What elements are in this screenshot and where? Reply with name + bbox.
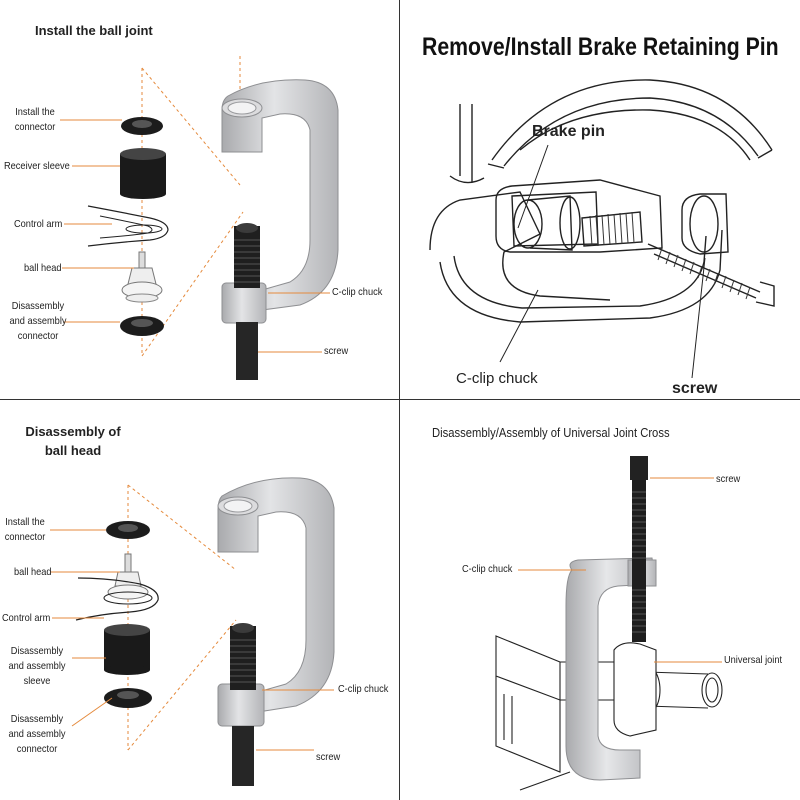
dashed-guide-line	[141, 211, 244, 357]
control-arm-part	[75, 577, 159, 621]
vertical-divider	[399, 0, 400, 800]
screw-part	[230, 623, 256, 786]
dashed-guide-line	[141, 67, 241, 186]
workpiece-line-art	[495, 635, 723, 791]
leader-lines	[50, 529, 334, 751]
panel-disassembly-ball-head: Disassembly of ball head Install the con…	[0, 400, 400, 800]
panel-brake-pin: Remove/Install Brake Retaining Pin Brake…	[400, 0, 800, 400]
label-c-clip-chuck: C-clip chuck	[462, 563, 513, 575]
disassembly-connector-part	[104, 688, 152, 708]
receiver-sleeve-part	[120, 148, 166, 199]
label-disassembly-connector: Disassembly and assembly connector	[9, 300, 67, 342]
leader-lines	[499, 144, 706, 379]
label-c-clip-chuck: C-clip chuck	[338, 683, 389, 695]
install-connector-part	[121, 117, 163, 135]
panel-title: Disassembly/Assembly of Universal Joint …	[432, 426, 670, 440]
panel-title: Remove/Install Brake Retaining Pin	[422, 33, 779, 61]
dashed-guide-line	[127, 484, 237, 571]
brake-pin-illustration	[429, 79, 775, 379]
panel-title: Install the ball joint	[35, 23, 153, 38]
leader-lines	[60, 119, 330, 353]
label-control-arm: Control arm	[14, 218, 63, 230]
label-c-clip-chuck: C-clip chuck	[456, 370, 538, 387]
label-ball-head: ball head	[14, 566, 52, 578]
label-universal-joint: Universal joint	[724, 654, 783, 666]
dashed-guide-line	[127, 619, 237, 751]
panel-universal-joint: Disassembly/Assembly of Universal Joint …	[400, 400, 800, 800]
screw-part	[234, 223, 260, 380]
install-ball-joint-illustration	[60, 56, 339, 380]
label-disassembly-sleeve: Disassembly and assembly sleeve	[8, 645, 66, 687]
control-arm-part	[87, 205, 169, 247]
label-disassembly-connector: Disassembly and assembly connector	[8, 713, 66, 755]
ball-head-part	[121, 251, 163, 303]
panel-install-ball-joint: Install the ball joint Install the conne…	[0, 0, 400, 400]
label-screw: screw	[324, 345, 349, 357]
universal-joint-illustration	[495, 456, 723, 791]
leader-lines	[518, 477, 722, 663]
label-c-clip-chuck: C-clip chuck	[332, 286, 383, 298]
disassembly-ball-head-illustration	[50, 477, 335, 786]
label-control-arm: Control arm	[2, 612, 51, 624]
label-brake-pin: Brake pin	[532, 123, 605, 140]
label-screw: screw	[672, 380, 718, 397]
label-ball-head: ball head	[24, 262, 62, 274]
disassembly-sleeve-part	[104, 624, 150, 675]
label-install-connector: Install the connector	[4, 516, 46, 543]
horizontal-divider	[0, 399, 800, 400]
disassembly-connector-part	[120, 316, 164, 336]
label-screw: screw	[316, 751, 341, 763]
screw-part	[630, 456, 648, 642]
c-clamp-frame	[217, 477, 335, 727]
label-receiver-sleeve: Receiver sleeve	[4, 160, 70, 172]
label-screw: screw	[716, 473, 741, 485]
label-install-connector: Install the connector	[14, 106, 56, 133]
screw-threads	[589, 211, 751, 300]
panel-title: Disassembly of ball head	[25, 424, 121, 458]
install-connector-part	[106, 521, 150, 539]
